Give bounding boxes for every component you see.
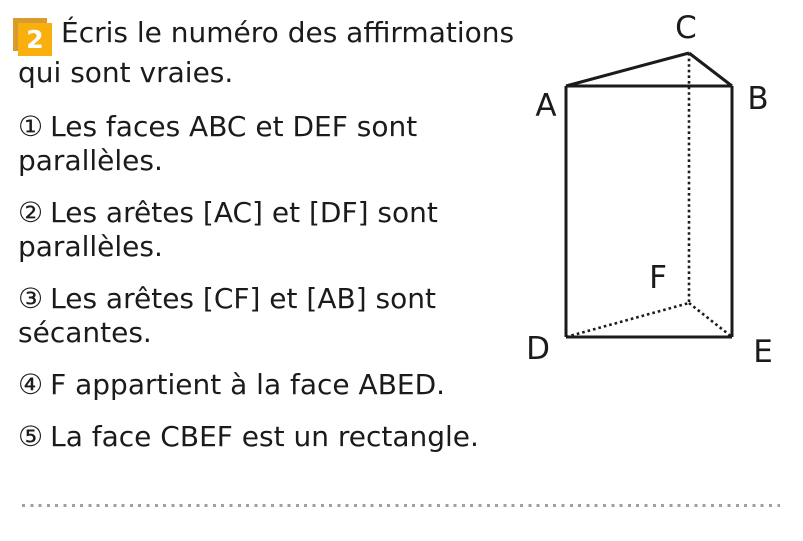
- edge-df-hidden: [565, 301, 690, 339]
- answer-dotted-line: [22, 504, 780, 507]
- exercise-number-badge: 2: [18, 23, 52, 56]
- statement-number-4: ④: [18, 368, 44, 401]
- statement-text-5: La face CBEF est un rectangle.: [50, 420, 479, 453]
- statement-number-5: ⑤: [18, 420, 44, 453]
- vertex-label-b: B: [747, 81, 768, 117]
- vertex-label-f: F: [649, 260, 667, 296]
- edge-cb: [688, 51, 733, 88]
- statement-text-2: Les arêtes [AC] et [DF] sont parallèles.: [18, 196, 438, 263]
- statement-number-2: ②: [18, 196, 44, 229]
- statement-text-4: F appartient à la face ABED.: [50, 368, 446, 401]
- statement-text-3: Les arêtes [CF] et [AB] sont sécantes.: [18, 282, 436, 349]
- vertex-label-e: E: [753, 334, 773, 370]
- vertex-label-d: D: [526, 331, 550, 367]
- prism-figure: A B C D E F: [520, 0, 803, 380]
- statement-text-1: Les faces ABC et DEF sont parallèles.: [18, 110, 418, 177]
- edge-ac: [565, 51, 690, 88]
- vertex-label-a: A: [535, 88, 556, 124]
- exercise-number: 2: [26, 25, 44, 54]
- exercise-instruction: Écris le numéro des affirmations qui son…: [18, 16, 515, 89]
- statement-number-3: ③: [18, 282, 44, 315]
- statement-number-1: ①: [18, 110, 44, 143]
- vertex-label-c: C: [675, 10, 697, 46]
- edge-fe-hidden: [688, 301, 733, 339]
